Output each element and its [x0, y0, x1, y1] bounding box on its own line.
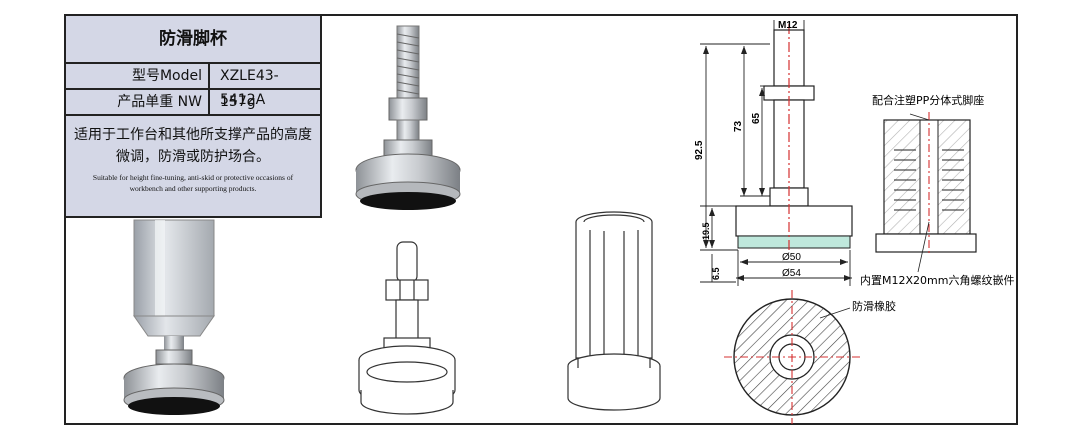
spec-panel: 防滑脚杯 型号Model XZLE43-5412A 产品单重 NW 157g 适…: [64, 14, 322, 218]
product-description: 适用于工作台和其他所支撑产品的高度 微调，防滑或防护场合。 Suitable f…: [66, 116, 320, 194]
dim-6-5: 6.5: [711, 267, 721, 280]
annotation-insert: 内置M12X20mm六角螺纹嵌件: [860, 273, 1014, 287]
description-zh-line1: 适用于工作台和其他所支撑产品的高度: [74, 127, 312, 143]
spec-row-model: 型号Model XZLE43-5412A: [66, 64, 320, 108]
annotation-pp-seat: 配合注塑PP分体式脚座: [872, 93, 984, 107]
photo-leveling-foot: [355, 25, 461, 210]
dim-phi50: Ø50: [782, 252, 801, 263]
description-en-line1: Suitable for height fine-tuning, anti-sk…: [92, 173, 294, 182]
spec-label-weight: 产品单重 NW: [66, 90, 210, 114]
annotation-rubber: 防滑橡胶: [852, 299, 896, 313]
technical-bottom-view: [724, 290, 860, 424]
description-en: Suitable for height fine-tuning, anti-sk…: [74, 172, 312, 194]
technical-front-view: M12 92.5 73 65 19.5 6.5 Ø50 Ø54: [694, 20, 853, 286]
dim-phi54: Ø54: [782, 268, 801, 279]
drawing-foot-outline: [358, 241, 456, 415]
spec-row-weight: 产品单重 NW 157g: [66, 90, 320, 116]
dim-m12: M12: [778, 20, 798, 31]
dim-65: 65: [751, 112, 762, 124]
spec-label-model: 型号Model: [66, 64, 210, 88]
spec-value-weight: 157g: [220, 94, 256, 110]
photo-tube-with-foot: [123, 219, 225, 415]
dim-19-5: 19.5: [701, 222, 711, 240]
dim-73: 73: [733, 120, 744, 132]
drawing-pp-seat: [567, 211, 661, 411]
product-title: 防滑脚杯: [66, 16, 320, 64]
technical-section-view: [875, 112, 977, 273]
description-zh-line2: 微调，防滑或防护场合。: [116, 149, 270, 165]
spec-value-model: XZLE43-5412A: [220, 68, 279, 108]
description-en-line2: workbench and other supporting products.: [129, 184, 257, 193]
dim-92-5: 92.5: [694, 140, 705, 160]
